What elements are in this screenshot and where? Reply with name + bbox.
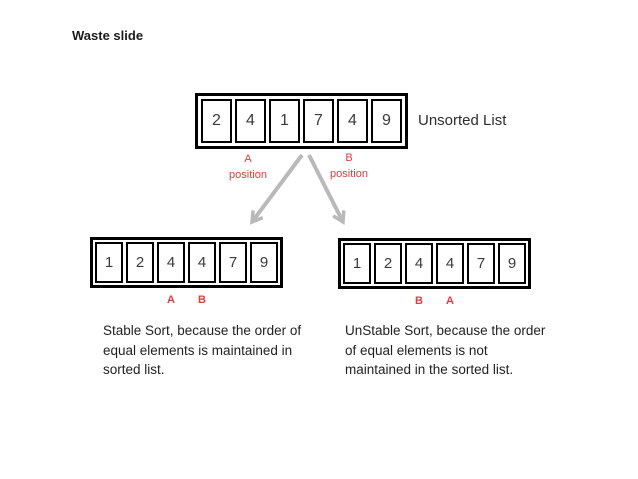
list-cell: 1: [269, 99, 300, 143]
b-position-label: B position: [314, 150, 384, 182]
b-position-letter: B: [345, 152, 353, 164]
list-cell: 9: [498, 243, 526, 284]
page-title: Waste slide: [72, 28, 144, 43]
list-cell: 7: [219, 242, 247, 283]
list-cell: 2: [126, 242, 154, 283]
unstable-marker-a: A: [446, 295, 454, 307]
list-cell: 4: [157, 242, 185, 283]
list-cell: 2: [374, 243, 402, 284]
unstable-sorted-list: 1 2 4 4 7 9: [338, 238, 531, 289]
b-position-word: position: [330, 168, 368, 180]
list-cell: 7: [303, 99, 334, 143]
arrow-left: [252, 153, 304, 222]
unsorted-list-label: Unsorted List: [418, 112, 507, 129]
list-cell: 2: [201, 99, 232, 143]
list-cell: 4: [405, 243, 433, 284]
caption-line: of equal elements is not: [345, 342, 488, 358]
list-cell: 1: [95, 242, 123, 283]
unstable-marker-b: B: [415, 295, 423, 307]
list-cell: 4: [337, 99, 368, 143]
caption-line: Stable Sort, because the order of: [103, 323, 302, 338]
list-cell: 7: [467, 243, 495, 284]
caption-line: maintained in the sorted list.: [345, 362, 514, 377]
list-cell: 4: [188, 242, 216, 283]
stable-sorted-list: 1 2 4 4 7 9: [90, 237, 283, 288]
unstable-caption: UnStable Sort, because the order of equa…: [345, 321, 545, 380]
unsorted-list: 2 4 1 7 4 9: [195, 93, 408, 149]
a-position-label: A position: [213, 151, 283, 183]
list-cell: 9: [371, 99, 402, 143]
stable-marker-a: A: [167, 294, 175, 306]
caption-line: sorted list.: [103, 362, 165, 377]
branch-arrows: [180, 153, 420, 238]
a-position-word: position: [229, 169, 267, 181]
caption-line: UnStable Sort, because the order: [345, 323, 546, 338]
list-cell: 4: [235, 99, 266, 143]
list-cell: 1: [343, 243, 371, 284]
caption-line: equal elements is maintained in: [103, 342, 293, 358]
stable-caption: Stable Sort, because the order of equal …: [103, 321, 301, 380]
list-cell: 4: [436, 243, 464, 284]
list-cell: 9: [250, 242, 278, 283]
stable-marker-b: B: [198, 294, 206, 306]
arrow-right: [307, 154, 343, 222]
a-position-letter: A: [244, 153, 252, 165]
